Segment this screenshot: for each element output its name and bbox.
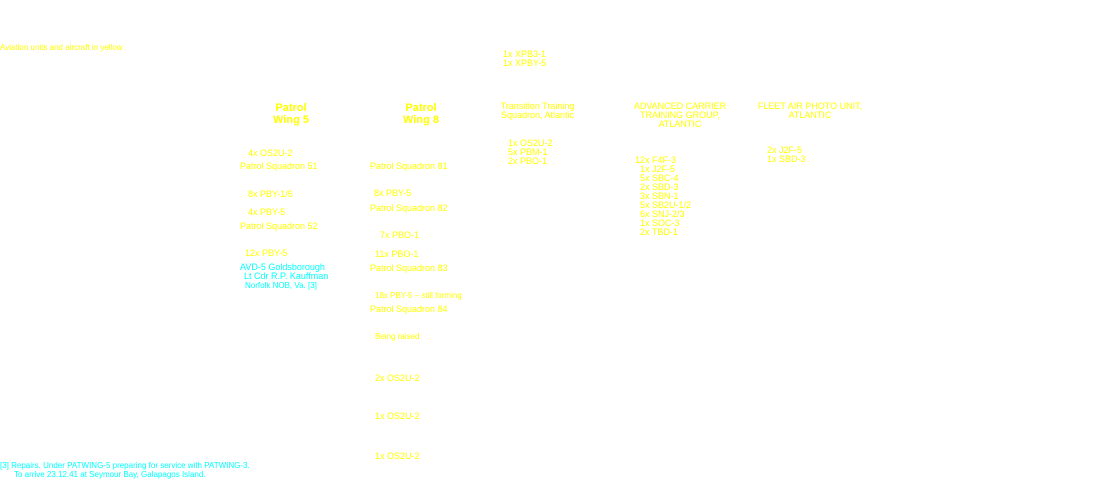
patwing8-aircraft-c: 11x PBO-1 xyxy=(375,249,419,259)
patrol-squadron-51: Patrol Squadron 51 xyxy=(240,161,318,171)
photo-aircraft-2: 1x SBD-3 xyxy=(767,154,806,164)
tender-location: Norfolk NOB, Va. [3] xyxy=(245,281,317,290)
patrol-squadron-82: Patrol Squadron 82 xyxy=(370,203,448,213)
acta-aircraft-3: 5x SBC-4 xyxy=(640,173,679,183)
patwing5-title-line2: Wing 5 xyxy=(273,114,309,126)
transition-aircraft-1: 1x OS2U-2 xyxy=(508,138,553,148)
patwing8-title-line2: Wing 8 xyxy=(403,114,439,126)
acta-title-line1: ADVANCED CARRIER xyxy=(633,101,727,111)
patrol-squadron-83: Patrol Squadron 83 xyxy=(370,263,448,273)
photo-aircraft-1: 2x J2F-5 xyxy=(767,145,803,155)
acta-aircraft-1: 12x F4F-3 xyxy=(635,155,677,165)
patwing8-aircraft-b: 7x PBO-1 xyxy=(380,230,420,240)
acta-aircraft-5: 3x SBN-1 xyxy=(640,191,679,201)
patwing8-title-line1: Patrol xyxy=(405,102,437,114)
patrol-squadron-52: Patrol Squadron 52 xyxy=(240,221,318,231)
transition-title-line1: Transition Training xyxy=(500,101,575,111)
acta-aircraft-7: 6x SNJ-2/3 xyxy=(640,209,685,219)
transition-title-line2: Squadron, Atlantic xyxy=(500,110,575,120)
patwing5-title: Patrol Wing 5 xyxy=(250,102,332,126)
acta-aircraft-4: 2x SBD-3 xyxy=(640,182,679,192)
top-aircraft-1: 1x XPB3-1 xyxy=(503,49,547,59)
acta-aircraft-2: 1x J2F-5 xyxy=(640,164,676,174)
transition-aircraft-2: 5x PBM-1 xyxy=(508,147,548,157)
footnote-line2: To arrive 23.12.41 at Seymour Bay, Galap… xyxy=(14,470,206,479)
photo-title: FLEET AIR PHOTO UNIT, ATLANTIC xyxy=(755,102,865,120)
patwing8-aircraft-g: 1x OS2U-2 xyxy=(375,451,420,461)
patwing8-aircraft-a: 8x PBY-5 xyxy=(374,188,412,198)
transition-aircraft-3: 2x PBO-1 xyxy=(508,156,548,166)
patwing8-aircraft-f: 1x OS2U-2 xyxy=(375,411,420,421)
patwing5-title-line1: Patrol xyxy=(275,102,307,114)
acta-aircraft-6: 5x SB2U-1/2 xyxy=(640,200,692,210)
patwing8-title: Patrol Wing 8 xyxy=(380,102,462,126)
photo-title-line2: ATLANTIC xyxy=(788,110,832,120)
acta-title: ADVANCED CARRIER TRAINING GROUP, ATLANTI… xyxy=(630,102,730,129)
acta-title-line2: TRAINING GROUP, xyxy=(640,110,720,120)
patwing5-aircraft-a: 4x OS2U-2 xyxy=(248,148,293,158)
legend-note: Aviation units and aircraft in yellow xyxy=(0,43,123,52)
top-aircraft-2: 1x XPBY-5 xyxy=(503,58,547,68)
photo-title-line1: FLEET AIR PHOTO UNIT, xyxy=(757,101,863,111)
tender-commander: Lt Cdr R.P. Kauffman xyxy=(244,271,329,281)
patrol-squadron-81: Patrol Squadron 81 xyxy=(370,161,448,171)
patwing5-aircraft-c: 4x PBY-5 xyxy=(248,207,286,217)
transition-title: Transition Training Squadron, Atlantic xyxy=(495,102,580,120)
patwing5-aircraft-d: 12x PBY-5 xyxy=(245,248,288,258)
acta-aircraft-9: 2x TBD-1 xyxy=(640,227,678,237)
patwing8-aircraft-e: 2x OS2U-2 xyxy=(375,373,420,383)
patwing8-aircraft-d: 18x PBY-5 – still forming xyxy=(375,291,462,300)
tender-name: AVD-5 Goldsborough xyxy=(240,262,325,272)
patwing8-note: Being raised xyxy=(375,332,420,341)
footnote-line1: [3] Repairs. Under PATWING-5 preparing f… xyxy=(0,461,250,470)
patwing5-aircraft-b: 8x PBY-1/5 xyxy=(248,189,293,199)
patrol-squadron-84: Patrol Squadron 84 xyxy=(370,304,448,314)
acta-aircraft-8: 1x SOC-3 xyxy=(640,218,680,228)
acta-title-line3: ATLANTIC xyxy=(658,119,702,129)
